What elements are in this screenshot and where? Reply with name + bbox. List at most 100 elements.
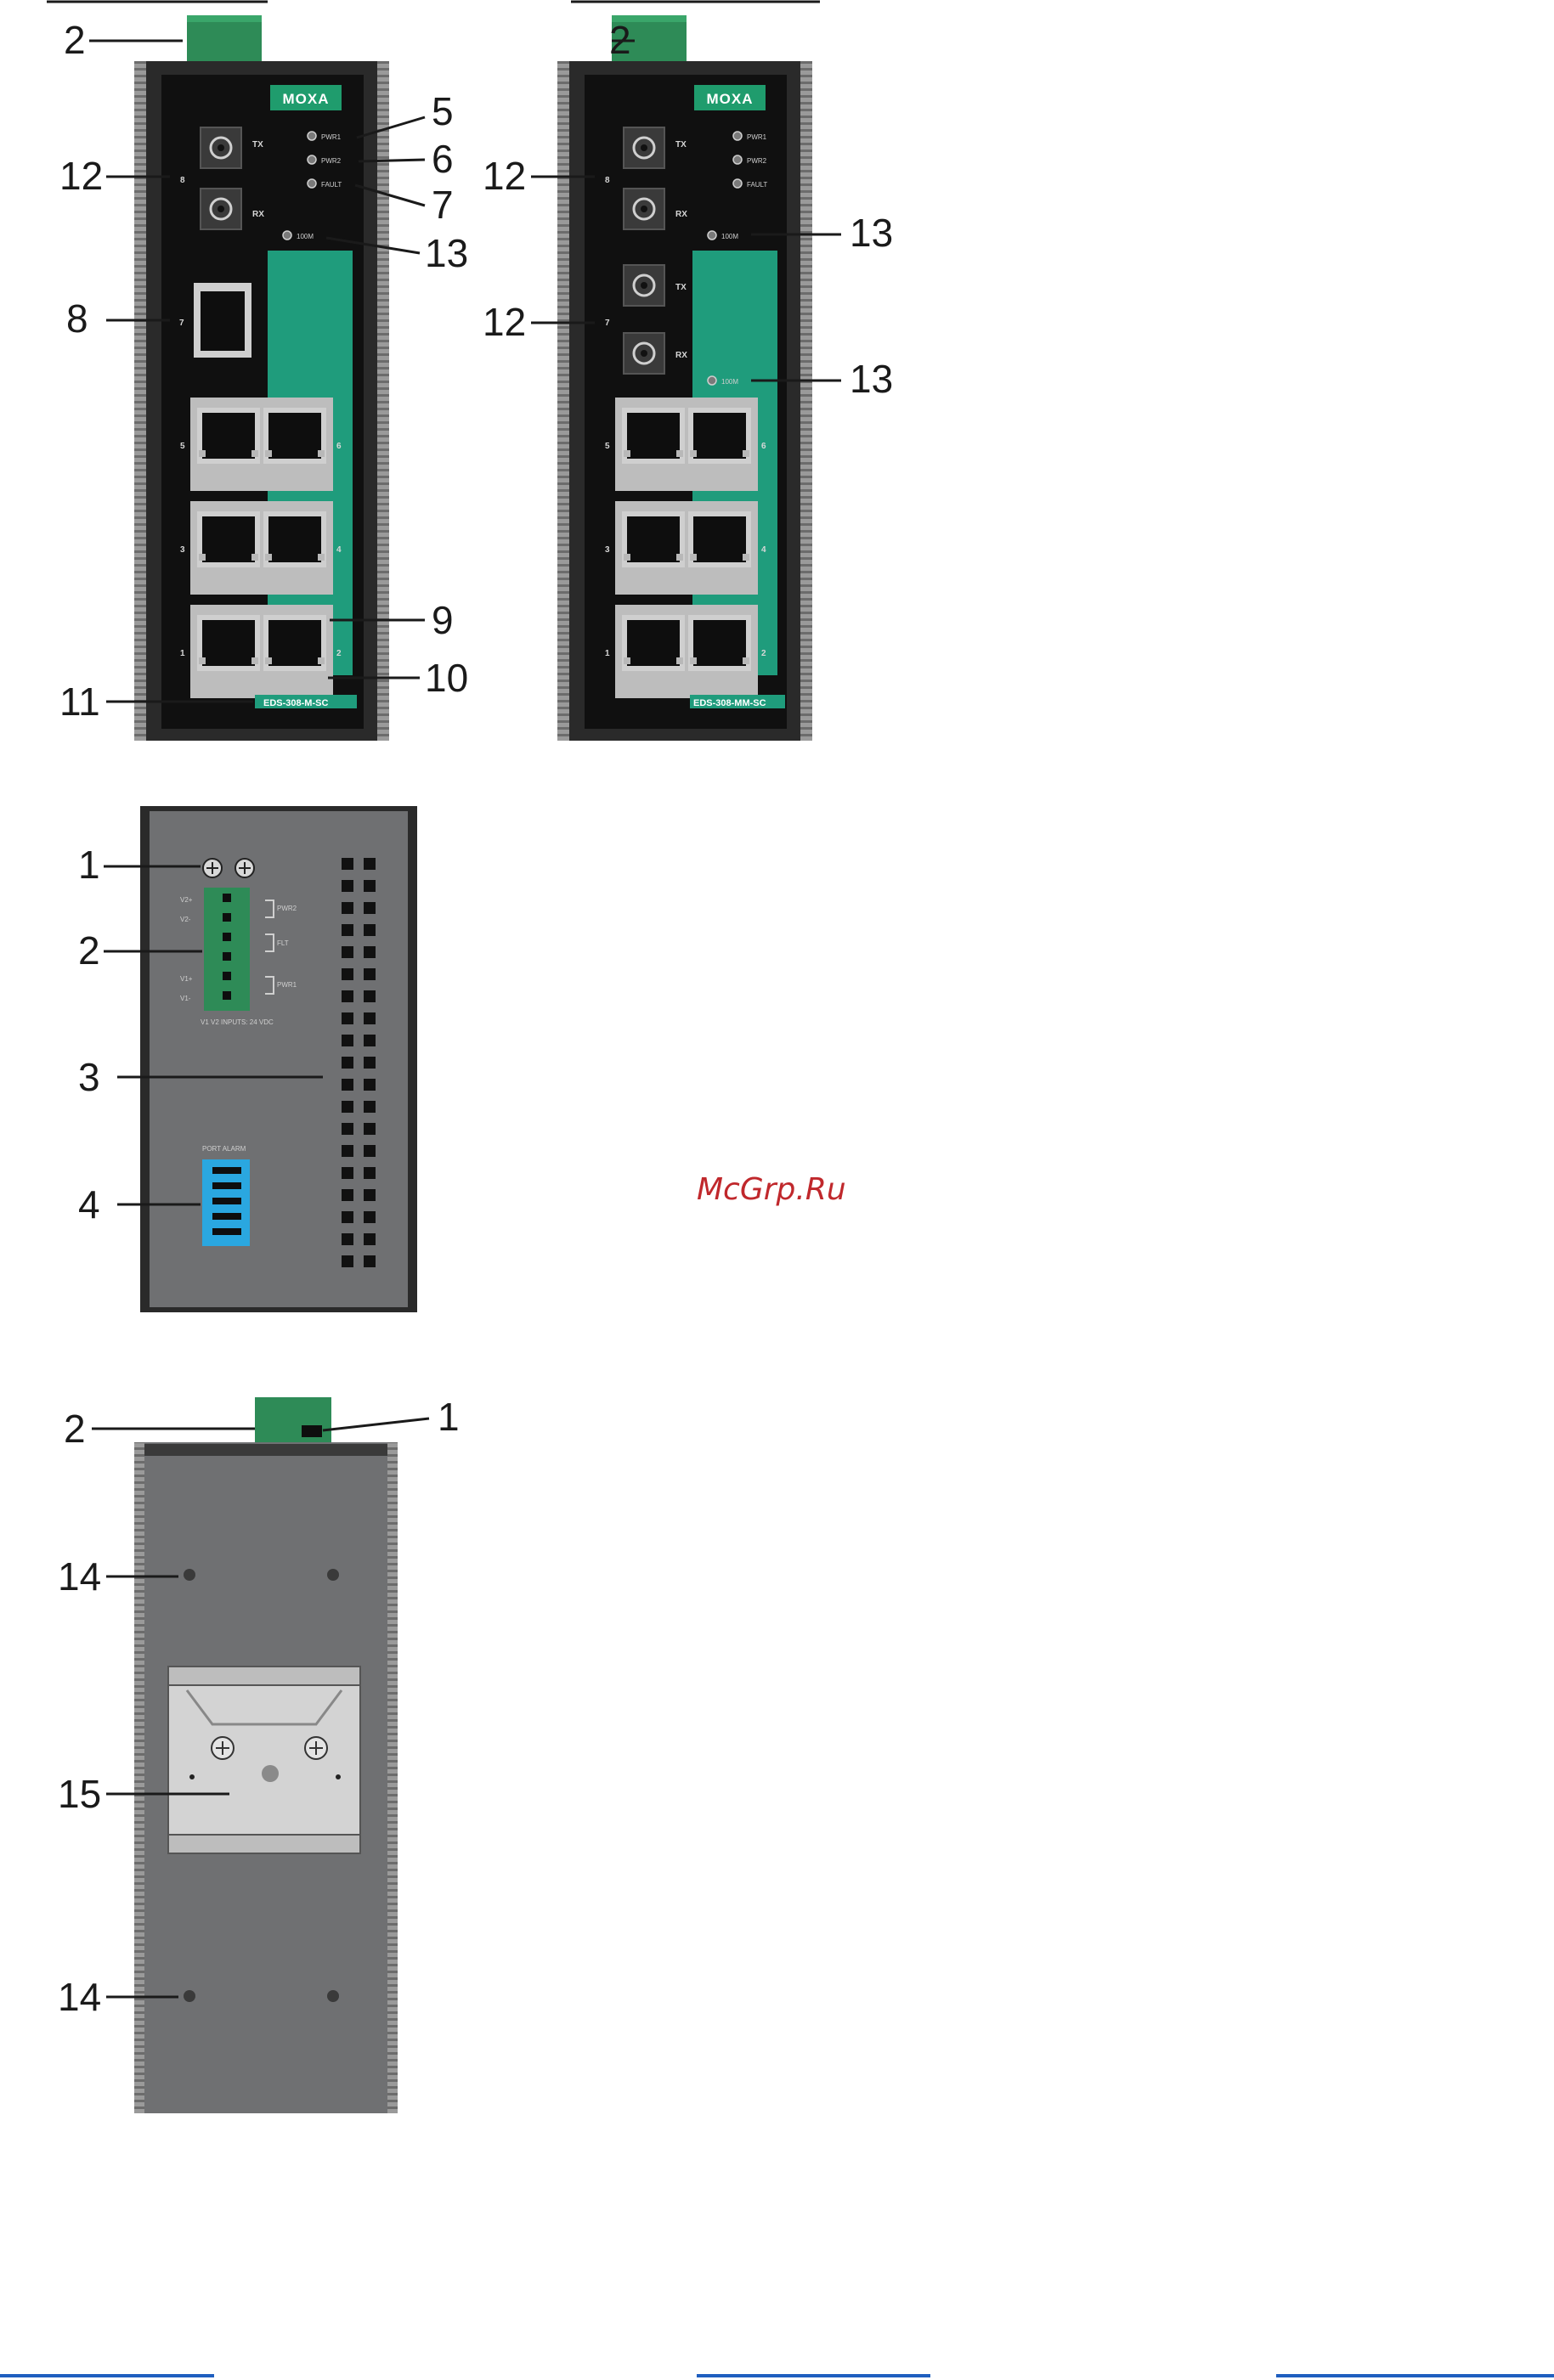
port-num-2-b: 2	[761, 649, 766, 658]
port-num-5-a: 5	[180, 442, 185, 451]
fiber-port-num-a: 8	[180, 176, 185, 185]
callout-12-a: 12	[59, 154, 103, 198]
port-num-1-a: 1	[180, 649, 185, 658]
rj45-port-2-a	[263, 615, 326, 671]
rj45-port-3-a	[197, 511, 260, 567]
port-num-3-a: 3	[180, 545, 185, 555]
port-num-3-b: 3	[605, 545, 610, 555]
mount-hole-br	[327, 1990, 339, 2002]
callout-13-b2: 13	[850, 357, 893, 401]
tx-label-a: TX	[252, 140, 263, 149]
rx-label-b2: RX	[675, 351, 687, 360]
terminal-label-v1p: V1+	[180, 975, 193, 983]
led-label-100m-a: 100M	[297, 233, 314, 240]
led-fault-a	[308, 179, 316, 188]
fiber-port-num-b7: 7	[605, 319, 610, 328]
fiber-rx-port-a	[201, 189, 241, 229]
led-label-pwr1-a: PWR1	[321, 133, 342, 141]
ground-screw-rear-icon	[302, 1425, 322, 1437]
terminal-block-rear	[255, 1397, 331, 1448]
led-label-pwr1-b: PWR1	[747, 133, 767, 141]
fiber-rx-port-b2	[624, 333, 664, 374]
led-100m-b1	[708, 231, 716, 240]
callout-15-rear: 15	[58, 1772, 101, 1816]
fiber-port-num-b8: 8	[605, 176, 610, 185]
led-label-pwr2-a: PWR2	[321, 157, 342, 165]
callout-1-top: 1	[78, 843, 100, 887]
rj45-port-2-b	[688, 615, 751, 671]
led-pwr2-b	[733, 155, 742, 164]
port-num-6-a: 6	[336, 442, 342, 451]
rj45-port-4-a	[263, 511, 326, 567]
rj45-port-6-b	[688, 408, 751, 464]
led-pwr1-a	[308, 132, 316, 140]
port-num-6-b: 6	[761, 442, 766, 451]
logo-text-b: MOXA	[707, 91, 754, 107]
fiber-rx-port-b1	[624, 189, 664, 229]
terminal-label-v2p: V2+	[180, 896, 193, 904]
callout-14-rear-top: 14	[58, 1554, 101, 1599]
led-label-pwr2-b: PWR2	[747, 157, 767, 165]
terminal-caption: V1 V2 INPUTS: 24 VDC	[201, 1018, 274, 1026]
watermark-text: McGrp.Ru	[697, 1172, 846, 1207]
callout-10-a: 10	[425, 656, 468, 700]
callout-11-a: 11	[59, 680, 100, 724]
rx-label-b1: RX	[675, 210, 687, 219]
rj45-port-5-b	[622, 408, 685, 464]
callout-3-top: 3	[78, 1055, 100, 1099]
rx-label-a: RX	[252, 210, 264, 219]
callout-13-b1: 13	[850, 211, 893, 255]
rj45-port-3-b	[622, 511, 685, 567]
callout-12-b1: 12	[483, 154, 526, 198]
tx-label-b2: TX	[675, 283, 687, 292]
led-label-100m-b2: 100M	[721, 378, 738, 386]
callout-2-top: 2	[78, 928, 100, 973]
fiber-tx-port-b1	[624, 127, 664, 168]
callout-1-rear: 1	[438, 1395, 460, 1439]
port-num-1-b: 1	[605, 649, 610, 658]
relay-label-flt: FLT	[277, 939, 289, 947]
callout-9-a: 9	[432, 598, 454, 642]
rj45-port-num-7-a: 7	[179, 319, 184, 328]
rj45-port-1-a	[197, 615, 260, 671]
din-rail-clip	[168, 1667, 360, 1853]
callout-8-a: 8	[66, 296, 88, 341]
tx-label-b1: TX	[675, 140, 687, 149]
callout-4-top: 4	[78, 1182, 100, 1227]
callout-6-a: 6	[432, 137, 454, 181]
led-label-fault-b: FAULT	[747, 181, 767, 189]
logo-text-a: MOXA	[283, 91, 330, 107]
port-num-2-a: 2	[336, 649, 342, 658]
dip-switch-label: PORT ALARM	[202, 1145, 246, 1153]
mount-hole-tl	[184, 1569, 195, 1581]
fiber-tx-port-a	[201, 127, 241, 168]
callout-12-b2: 12	[483, 300, 526, 344]
callout-14-rear-bottom: 14	[58, 1975, 101, 2019]
fiber-tx-port-b2	[624, 265, 664, 306]
rj45-port-5-a	[197, 408, 260, 464]
callout-5-a: 5	[432, 89, 454, 133]
terminal-label-v1m: V1-	[180, 995, 191, 1002]
top-panel: V2+ V2- V1+ V1- PWR2 FLT PWR1 V1 V2 INPU…	[78, 809, 415, 1310]
front-panel-b: MOXA TX RX 8 TX RX 7 PWR1 PWR2 FAULT 100…	[483, 15, 893, 741]
callout-2-a: 2	[64, 18, 86, 62]
port-num-5-b: 5	[605, 442, 610, 451]
mount-hole-tr	[327, 1569, 339, 1581]
relay-label-pwr1: PWR1	[277, 981, 297, 989]
callout-13-a: 13	[425, 231, 468, 275]
led-label-fault-a: FAULT	[321, 181, 342, 189]
led-100m-a	[283, 231, 291, 240]
callout-2-rear: 2	[64, 1407, 86, 1451]
led-fault-b	[733, 179, 742, 188]
front-panel-a: MOXA TX RX 8 PWR1 PWR2 FAULT 100M 7 5 6 …	[59, 15, 468, 741]
rj45-port-6-a	[263, 408, 326, 464]
rear-panel: 2 1 14 15 14	[58, 1395, 460, 2113]
led-100m-b2	[708, 376, 716, 385]
led-pwr2-a	[308, 155, 316, 164]
led-pwr1-b	[733, 132, 742, 140]
rj45-port-4-b	[688, 511, 751, 567]
terminal-label-v2m: V2-	[180, 916, 191, 923]
callout-7-a: 7	[432, 183, 454, 227]
port-num-4-b: 4	[761, 545, 766, 555]
mount-hole-bl	[184, 1990, 195, 2002]
